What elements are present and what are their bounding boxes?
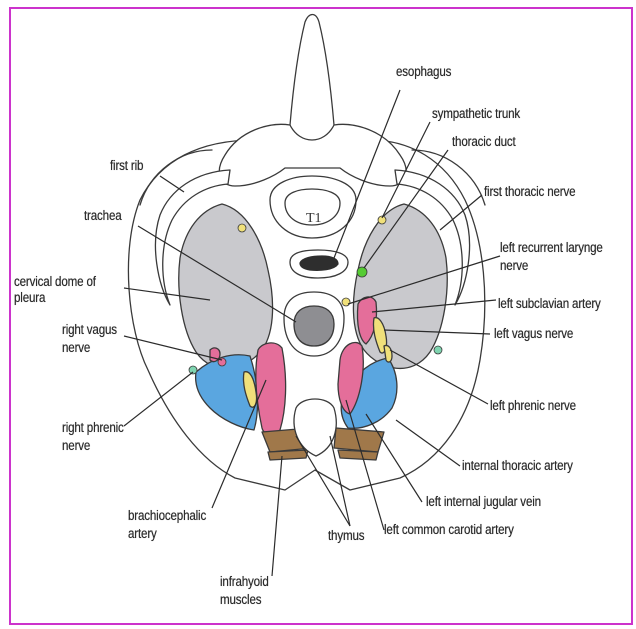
leader-left-phrenic: [390, 350, 488, 404]
leader-infrahyoid: [272, 456, 282, 576]
label-cervical-dome-line1: cervical dome of: [14, 274, 96, 290]
label-left-common-carotid-artery: left common carotid artery: [384, 522, 514, 538]
label-right-vagus-line1: right vagus: [62, 322, 117, 338]
label-first-rib: first rib: [110, 158, 143, 174]
label-brachiocephalic-line2: artery: [128, 526, 157, 542]
right-phrenic-dot: [189, 366, 197, 374]
right-pleural-dome: [179, 204, 273, 368]
leader-first-rib: [160, 176, 184, 192]
label-infrahyoid-line1: infrahyoid: [220, 574, 269, 590]
spinous-process: [290, 15, 334, 151]
label-left-vagus-nerve: left vagus nerve: [494, 326, 573, 342]
label-infrahyoid-line2: muscles: [220, 592, 261, 608]
label-right-phrenic-line1: right phrenic: [62, 420, 124, 436]
label-thoracic-duct: thoracic duct: [452, 134, 516, 150]
left-pleural-dome: [353, 204, 447, 368]
label-left-recurrent-line1: left recurrent larynge: [500, 240, 603, 256]
label-left-internal-jugular-vein: left internal jugular vein: [426, 494, 541, 510]
label-esophagus: esophagus: [396, 64, 451, 80]
label-sympathetic-trunk: sympathetic trunk: [432, 106, 520, 122]
label-right-phrenic-line2: nerve: [62, 438, 90, 454]
trachea-lumen: [294, 306, 334, 346]
right-sympathetic-dot: [238, 224, 246, 232]
label-brachiocephalic-line1: brachiocephalic: [128, 508, 206, 524]
label-right-vagus-line2: nerve: [62, 340, 90, 356]
brachiocephalic-artery: [256, 343, 286, 434]
infrahyoid-lower-left: [268, 450, 308, 460]
label-left-phrenic-nerve: left phrenic nerve: [490, 398, 576, 414]
thoracic-duct-dot: [357, 267, 367, 277]
left-phrenic-dot: [434, 346, 442, 354]
leader-right-phrenic: [124, 372, 193, 426]
esophagus-lumen: [300, 256, 338, 270]
label-trachea: trachea: [84, 208, 122, 224]
label-cervical-dome-line2: pleura: [14, 290, 45, 306]
label-internal-thoracic-artery: internal thoracic artery: [462, 458, 573, 474]
vertebra-mark: T1: [306, 211, 322, 226]
label-left-recurrent-line2: nerve: [500, 258, 528, 274]
label-thymus: thymus: [328, 528, 364, 544]
leader-internal-thoracic: [396, 420, 460, 466]
vertebral-body: [270, 176, 356, 238]
infrahyoid-lower-right: [338, 450, 378, 460]
label-left-subclavian-artery: left subclavian artery: [498, 296, 601, 312]
left-recurrent-nerve-dot: [342, 298, 350, 306]
label-first-thoracic-nerve: first thoracic nerve: [484, 184, 575, 200]
